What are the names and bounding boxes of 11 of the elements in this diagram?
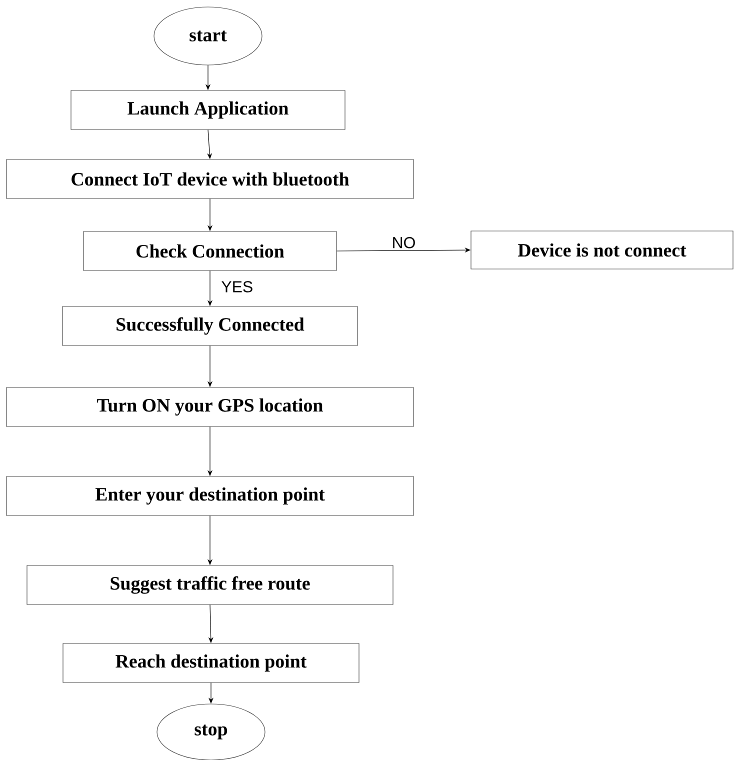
process-box: Reach destination point	[62, 643, 360, 683]
process-box: Device is not connect	[470, 230, 734, 270]
process-box: Connect IoT device with bluetooth	[6, 159, 414, 199]
process-box: Turn ON your GPS location	[6, 387, 414, 427]
process-box: Check Connection	[83, 231, 337, 271]
process-box: Enter your destination point	[6, 476, 414, 516]
process-box: Launch Application	[70, 90, 346, 130]
edge-label: YES	[220, 280, 254, 294]
process-box: Suggest traffic free route	[26, 565, 394, 605]
process-box: Successfully Connected	[62, 306, 358, 346]
edge-label: NO	[390, 236, 417, 250]
